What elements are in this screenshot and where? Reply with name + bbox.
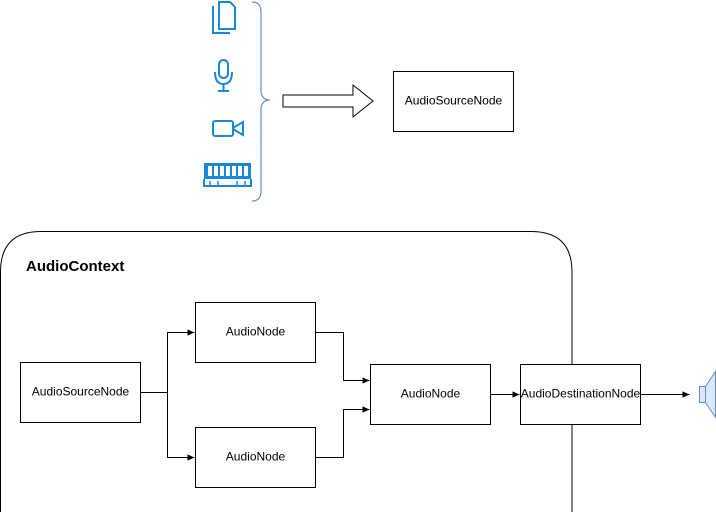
top-audio-source-node: AudioSourceNode: [393, 71, 514, 132]
edge-upper-to-merge: [315, 332, 370, 384]
lower-audio-node: AudioNode: [195, 427, 316, 488]
audio-context-container: AudioContext: [0, 231, 573, 512]
microphone-icon: [214, 59, 233, 92]
audio-destination-node: AudioDestinationNode: [520, 364, 641, 425]
speaker-icon: [699, 369, 716, 420]
files-icon: [212, 1, 236, 34]
merge-audio-node-label: AudioNode: [401, 387, 461, 401]
video-camera-icon: [212, 120, 244, 137]
memory-chip-icon: [203, 163, 252, 187]
connectors: [140, 329, 690, 461]
audio-source-node: AudioSourceNode: [20, 362, 141, 423]
audio-context-title: AudioContext: [26, 258, 124, 275]
lower-audio-node-label: AudioNode: [226, 450, 286, 464]
edge-lower-to-merge: [315, 406, 370, 458]
audio-source-node-label: AudioSourceNode: [32, 385, 130, 399]
top-audio-source-node-label: AudioSourceNode: [405, 94, 503, 108]
edge-source-to-lower: [167, 392, 195, 461]
audio-destination-node-label: AudioDestinationNode: [521, 387, 641, 401]
block-arrow: [282, 83, 374, 119]
merge-audio-node: AudioNode: [370, 364, 491, 425]
upper-audio-node: AudioNode: [195, 302, 316, 363]
edge-source-to-upper: [140, 329, 195, 393]
curly-brace: [251, 1, 271, 202]
upper-audio-node-label: AudioNode: [226, 325, 286, 339]
